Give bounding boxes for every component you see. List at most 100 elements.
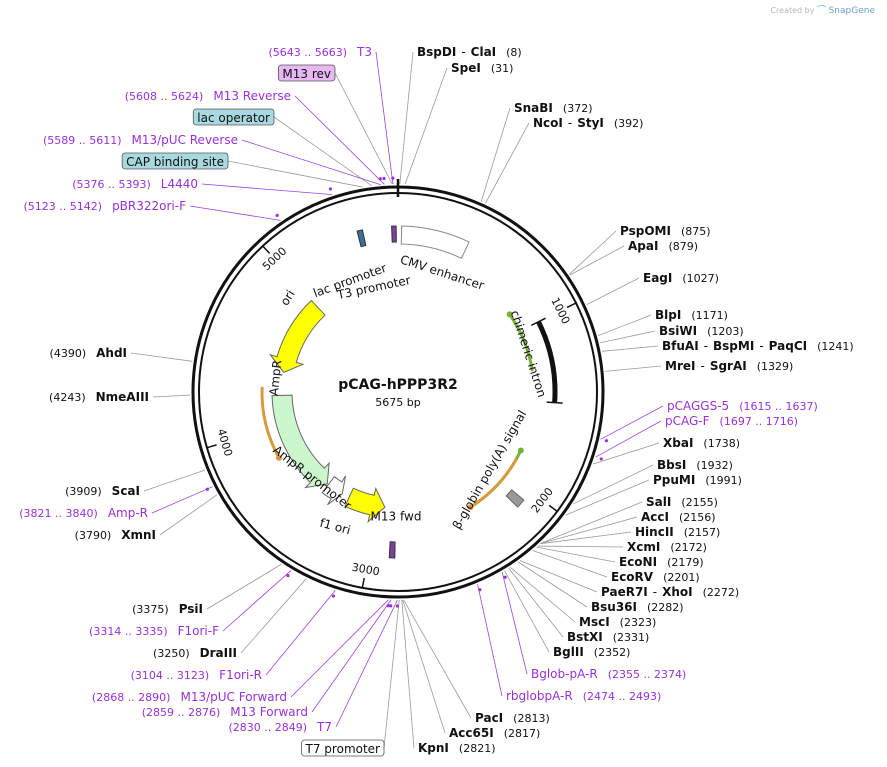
- site-label-bstxi-2331[interactable]: BstXI(2331): [567, 630, 649, 644]
- site-label-kpni-2821[interactable]: KpnI (2821): [418, 741, 495, 755]
- site-label-hincii-2157[interactable]: HincII(2157): [635, 525, 720, 539]
- primer-label-2868-2890-m13-puc-forward[interactable]: (2868 .. 2890)M13/pUC Forward: [92, 690, 287, 704]
- label-leader-line: [569, 245, 625, 276]
- primer-label-2859-2876-m13-forward[interactable]: (2859 .. 2876)M13 Forward: [142, 705, 308, 719]
- feature-box-label-cap-binding-site[interactable]: CAP binding site: [121, 152, 229, 170]
- feature-box-bg: [278, 64, 336, 82]
- label-part: AccI: [641, 510, 669, 524]
- site-label-acci-2156[interactable]: AccI(2156): [641, 510, 716, 524]
- feature-lac-promoter[interactable]: [356, 229, 367, 248]
- site-label-bglii-2352[interactable]: BglII(2352): [553, 645, 630, 659]
- primer-label-bglob-pa-r-2355-2374[interactable]: Bglob-pA-R(2355 .. 2374): [531, 667, 686, 681]
- site-label-bfuai-bspmi-paqci-1241[interactable]: BfuAI-BspMI-PaqCI(1241): [662, 339, 854, 353]
- label-part: (2331): [613, 631, 650, 644]
- site-label-econi-2179[interactable]: EcoNI(2179): [619, 555, 704, 569]
- site-label-apai-879[interactable]: ApaI(879): [628, 239, 698, 253]
- label-part: (2821): [459, 742, 496, 755]
- label-leader-line: [201, 183, 333, 196]
- site-label-ecorv-2201[interactable]: EcoRV(2201): [611, 570, 700, 584]
- site-label-ncoi-styi-392[interactable]: NcoI-StyI(392): [533, 116, 643, 130]
- feature-cmv-enhancer[interactable]: [400, 225, 470, 259]
- site-label-bsu36i-2282[interactable]: Bsu36I(2282): [591, 600, 684, 614]
- credit-prefix: Created by: [770, 6, 815, 15]
- label-leader-line: [565, 479, 650, 516]
- site-label-msci-2323[interactable]: MscI(2323): [579, 615, 656, 629]
- primer-site-mark: [478, 588, 482, 592]
- site-label-spei-31[interactable]: SpeI(31): [451, 61, 513, 75]
- label-part: KpnI: [418, 741, 449, 755]
- label-part: BbsI: [657, 458, 686, 472]
- site-label-mrei-sgrai-1329[interactable]: MreI-SgrAI(1329): [665, 359, 793, 373]
- label-part: T7 promoter: [305, 742, 381, 756]
- label-part: (1241): [817, 340, 854, 353]
- site-label-pspomi-875[interactable]: PspOMI(875): [620, 224, 711, 238]
- site-label-3909-scai[interactable]: (3909)ScaI: [65, 484, 140, 498]
- label-part: Bglob-pA-R: [531, 667, 598, 681]
- site-label-eagi-1027[interactable]: EagI(1027): [643, 271, 719, 285]
- label-leader-line: [601, 345, 659, 352]
- label-part: Bsu36I: [591, 600, 637, 614]
- primer-label-rbglobpa-r-2474-2493[interactable]: rbglobpA-R(2474 .. 2493): [506, 689, 661, 703]
- site-label-xcmi-2172[interactable]: XcmI(2172): [627, 540, 707, 554]
- label-part: PaqCI: [769, 339, 807, 353]
- site-label-4390-ahdi[interactable]: (4390)AhdI: [50, 346, 127, 360]
- primer-label-5376-5393-l4440[interactable]: (5376 .. 5393)L4440: [72, 177, 198, 191]
- inner-arc: [469, 457, 518, 509]
- label-part: PspOMI: [620, 224, 671, 238]
- primer-label-2830-2849-t7[interactable]: (2830 .. 2849)T7: [228, 720, 332, 734]
- site-label-ppumi-1991[interactable]: PpuMI(1991): [653, 473, 742, 487]
- site-label-bspdi-clai-8[interactable]: BspDI-ClaI(8): [417, 45, 522, 59]
- feature-ori[interactable]: [268, 299, 326, 373]
- feature-t3-promoter[interactable]: [391, 225, 397, 243]
- feature-box-label-m13-rev[interactable]: M13 rev: [278, 64, 336, 82]
- feature-ampr[interactable]: [271, 394, 330, 489]
- label-part: XbaI: [663, 436, 693, 450]
- label-leaders: [130, 51, 664, 749]
- site-label-3790-xmni[interactable]: (3790)XmnI: [75, 528, 156, 542]
- feature-label-ampr: AmpR: [267, 359, 285, 396]
- primer-label-5608-5624-m13-reverse[interactable]: (5608 .. 5624)M13 Reverse: [125, 89, 291, 103]
- primer-site-mark: [205, 487, 209, 491]
- site-label-bsiwi-1203[interactable]: BsiWI(1203): [659, 324, 744, 338]
- site-label-4243-nmeaiii[interactable]: (4243)NmeAIII: [49, 390, 149, 404]
- primer-site-mark: [382, 176, 386, 181]
- site-label-sali-2155[interactable]: SalI(2155): [646, 495, 718, 509]
- label-part: (5589 .. 5611): [43, 134, 122, 147]
- site-label-paci-2813[interactable]: PacI(2813): [475, 711, 550, 725]
- primer-label-3314-3335-f1ori-f[interactable]: (3314 .. 3335)F1ori-F: [89, 624, 219, 638]
- feature-f1-ori[interactable]: [344, 486, 386, 523]
- primer-label-3104-3123-f1ori-r[interactable]: (3104 .. 3123)F1ori-R: [131, 668, 262, 682]
- label-leader-line: [569, 230, 617, 275]
- feature-box-label-lac-operator[interactable]: lac operator: [192, 108, 275, 126]
- site-label-xbai-1738[interactable]: XbaI(1738): [663, 436, 740, 450]
- primer-site-mark: [599, 457, 603, 461]
- primer-label-5589-5611-m13-puc-reverse[interactable]: (5589 .. 5611)M13/pUC Reverse: [43, 133, 238, 147]
- primer-label-5643-5663-t3[interactable]: (5643 .. 5663)T3: [268, 45, 372, 59]
- label-leader-line: [265, 590, 336, 676]
- label-part: (31): [491, 62, 514, 75]
- site-label-acc65i-2817[interactable]: Acc65I(2817): [449, 726, 540, 740]
- site-label-3375-psii[interactable]: (3375)PsiI: [132, 602, 203, 616]
- feature-ampr-promoter[interactable]: [321, 475, 347, 506]
- label-part: PsiI: [179, 602, 203, 616]
- site-label-blpi-1171[interactable]: BlpI(1171): [655, 308, 728, 322]
- site-label-3250-draiii[interactable]: (3250)DraIII: [153, 646, 237, 660]
- primer-label-pcaggs-5-1615-1637[interactable]: pCAGGS-5(1615 .. 1637): [667, 399, 818, 413]
- ruler-tick-mark: [566, 302, 577, 309]
- feature-box-label-t7-promoter[interactable]: T7 promoter: [301, 739, 385, 757]
- site-label-bbsi-1932[interactable]: BbsI(1932): [657, 458, 733, 472]
- label-leader-line: [240, 578, 307, 654]
- inner-arc-tip: [506, 311, 513, 318]
- feature-m13-fwd[interactable]: [388, 541, 396, 559]
- site-label-paer7i-xhoi-2272[interactable]: PaeR7I-XhoI(2272): [601, 585, 739, 599]
- primer-label-3821-3840-amp-r[interactable]: (3821 .. 3840)Amp-R: [19, 506, 148, 520]
- primer-label-pcag-f-1697-1716[interactable]: pCAG-F(1697 .. 1716): [665, 414, 798, 428]
- label-part: (1203): [707, 325, 744, 338]
- feature-globin-poly-a-signal[interactable]: [505, 489, 525, 508]
- site-label-snabi-372[interactable]: SnaBI(372): [514, 101, 593, 115]
- label-part: (2172): [670, 541, 707, 554]
- label-leader-line: [477, 584, 503, 697]
- feature-chimeric-intron[interactable]: [536, 320, 558, 403]
- primer-label-5123-5142-pbr322ori-f[interactable]: (5123 .. 5142)pBR322ori-F: [24, 199, 187, 213]
- label-leader-line: [600, 405, 664, 440]
